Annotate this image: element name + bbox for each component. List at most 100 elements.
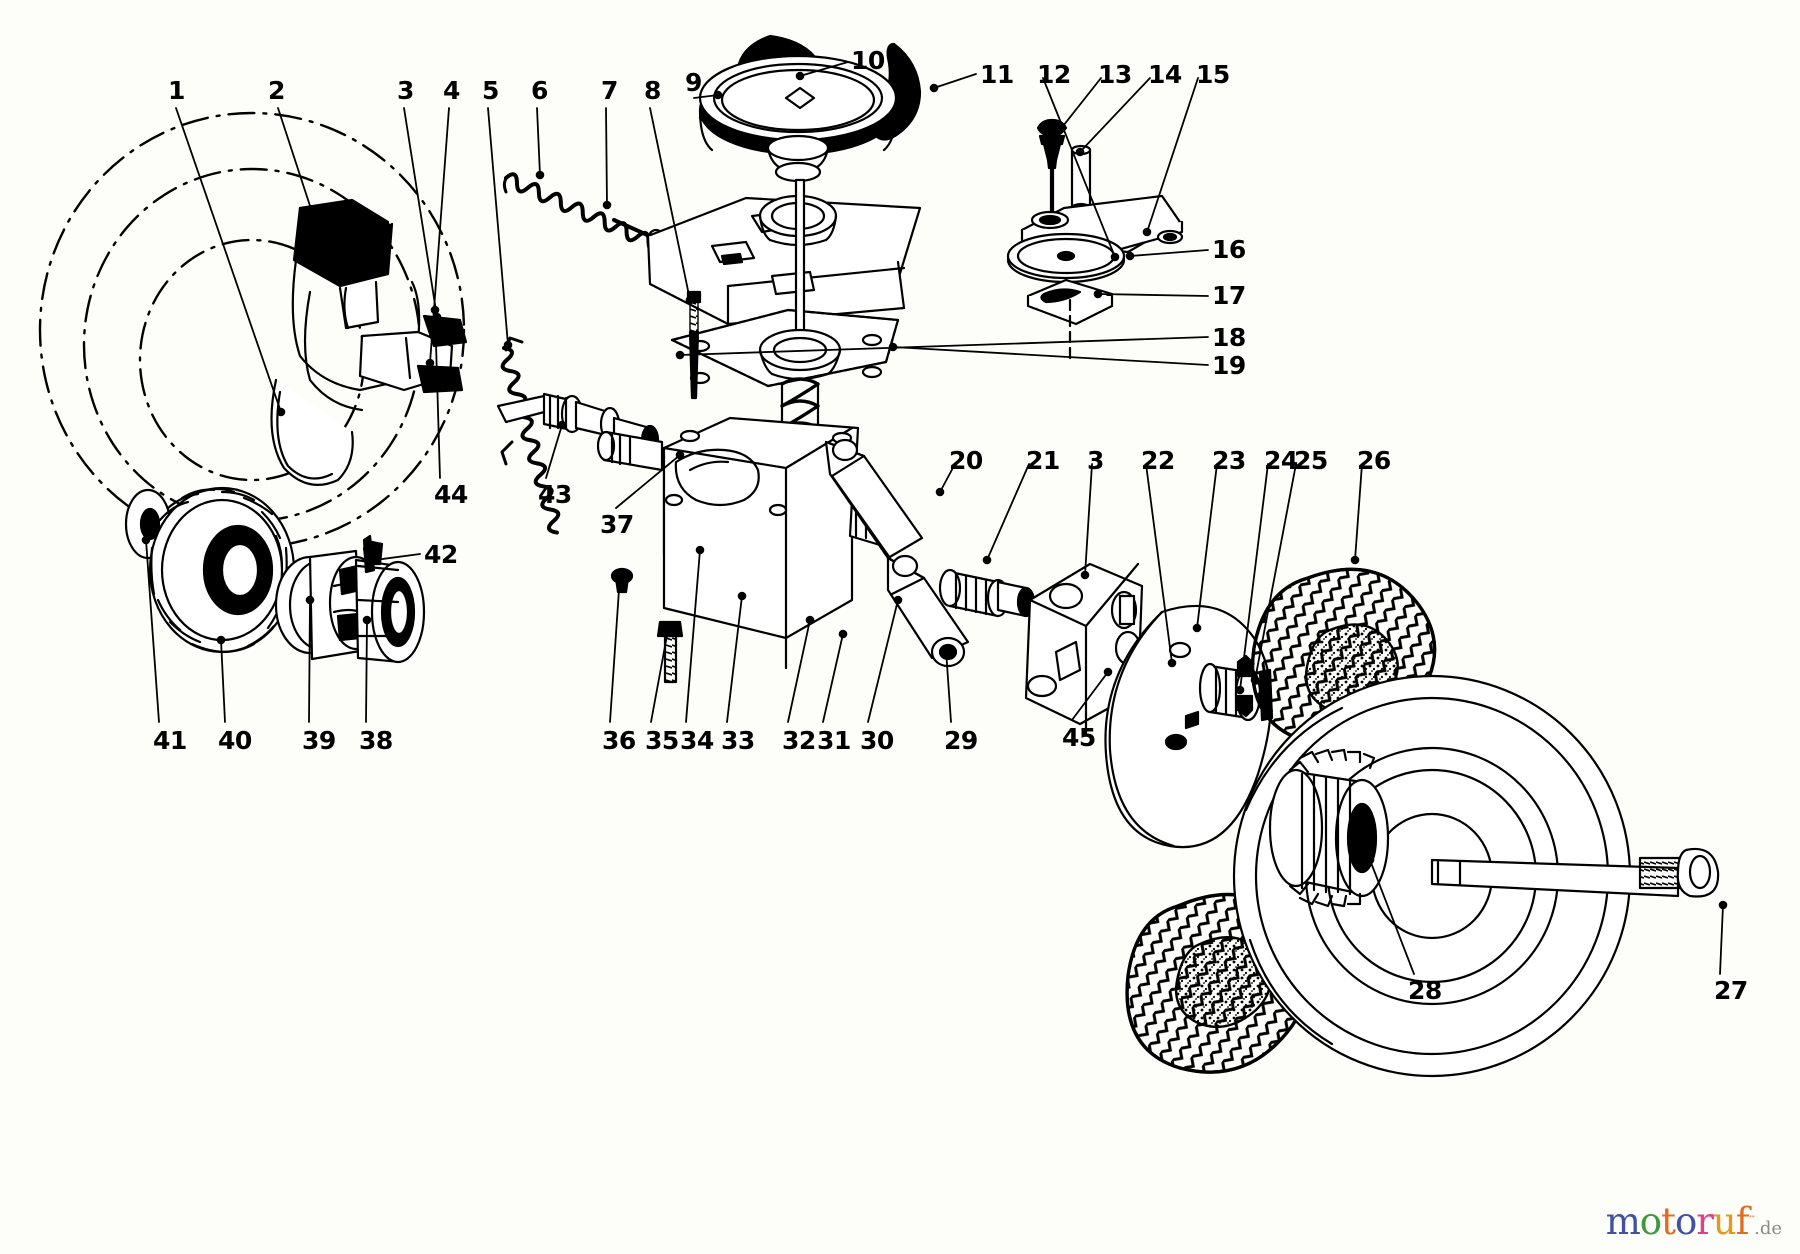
link-arm-assembly (824, 438, 970, 668)
leader-dot-16 (1125, 251, 1135, 261)
leader-line-22 (1145, 463, 1173, 664)
leader-dot-26 (1350, 555, 1360, 565)
leader-dot-36 (615, 570, 625, 580)
watermark-tld: .de (1754, 1218, 1782, 1239)
callout-number-15: 15 (1196, 60, 1230, 89)
leader-dot-7 (602, 200, 612, 210)
callout-number-32: 32 (782, 726, 816, 755)
leader-dot-43 (557, 420, 567, 430)
watermark-letter-5: u (1712, 1200, 1737, 1243)
axle-bolt-27 (1430, 847, 1720, 898)
leader-dot-3 (1080, 570, 1090, 580)
leader-dot-37 (675, 450, 685, 460)
leader-line-24 (1239, 463, 1269, 691)
callout-number-30: 30 (860, 726, 894, 755)
callout-leader-lines (141, 61, 1728, 975)
leader-line-40 (220, 639, 226, 723)
callout-number-37: 37 (600, 510, 634, 539)
callout-number-40: 40 (218, 726, 252, 755)
leader-line-37 (615, 454, 681, 509)
callout-number-28: 28 (1408, 976, 1442, 1005)
leader-dot-27 (1718, 900, 1728, 910)
callout-number-9: 9 (685, 68, 702, 97)
leader-line-10 (799, 61, 849, 77)
watermark-letter-6: f (1735, 1200, 1750, 1243)
watermark-letter-2: t (1661, 1200, 1676, 1243)
callout-number-33: 33 (721, 726, 755, 755)
leader-line-18 (679, 336, 1209, 356)
callout-number-19: 19 (1212, 351, 1246, 380)
leader-line-1 (175, 107, 282, 413)
clutch-shaft-collar (354, 534, 426, 664)
leader-dot-30 (893, 595, 903, 605)
leader-dot-11 (929, 83, 939, 93)
leader-dot-2 (307, 207, 317, 217)
callout-number-11: 11 (980, 60, 1014, 89)
leader-line-3 (403, 107, 438, 318)
callout-number-2: 2 (268, 76, 285, 105)
leader-line-32 (787, 619, 811, 723)
leader-line-19 (892, 346, 1209, 366)
leader-line-7 (605, 107, 608, 206)
leader-dot-10 (795, 71, 805, 81)
callout-number-26: 26 (1357, 446, 1391, 475)
callout-number-20: 20 (949, 446, 983, 475)
callout-number-10: 10 (851, 46, 885, 75)
callout-number-38: 38 (359, 726, 393, 755)
leader-line-39 (308, 599, 311, 723)
flat-washer-16 (1006, 232, 1126, 284)
leader-dot-23 (1192, 623, 1202, 633)
callout-number-8: 8 (644, 76, 661, 105)
callout-number-16: 16 (1212, 235, 1246, 264)
leader-dot-19 (888, 342, 898, 352)
gear-case-cover (646, 194, 922, 326)
leader-dot-17 (1093, 289, 1103, 299)
leader-dot-28 (1365, 855, 1375, 865)
watermark-letter-0: m (1605, 1200, 1641, 1243)
leader-line-35 (650, 629, 669, 723)
callout-number-36: 36 (602, 726, 636, 755)
shoulder-bolt-18 (686, 290, 702, 400)
watermark-letter-1: o (1639, 1200, 1662, 1243)
leader-line-30 (867, 599, 899, 723)
leader-dot-18 (675, 350, 685, 360)
callout-number-34: 34 (680, 726, 714, 755)
leader-dot-45 (1103, 667, 1113, 677)
leader-dot-39 (305, 595, 315, 605)
callout-number-29: 29 (944, 726, 978, 755)
leader-line-43 (545, 424, 563, 479)
leader-dot-15 (1142, 227, 1152, 237)
watermark-letter-4: r (1696, 1200, 1714, 1243)
leader-dot-40 (216, 635, 226, 645)
leader-dot-14 (1075, 147, 1085, 157)
leader-dot-20 (935, 487, 945, 497)
motoruf-watermark: motoruf··.de (1606, 1203, 1782, 1240)
callout-number-12: 12 (1037, 60, 1071, 89)
leader-line-17 (1097, 293, 1209, 297)
callout-number-25: 25 (1294, 446, 1328, 475)
callout-number-7: 7 (601, 76, 618, 105)
drive-sprocket-28 (1268, 748, 1390, 908)
leader-line-14 (1079, 77, 1151, 153)
watermark-dots: ·· (1748, 1209, 1755, 1224)
leader-line-29 (945, 649, 952, 723)
mounting-bracket-plate (1024, 562, 1144, 736)
pinion-gear-assembly (124, 486, 426, 664)
leader-line-28 (1369, 859, 1415, 975)
leader-line-34 (685, 549, 701, 723)
callout-number-27: 27 (1714, 976, 1748, 1005)
callout-number-3: 3 (1087, 446, 1104, 475)
callout-number-21: 21 (1026, 446, 1060, 475)
leader-line-12 (1042, 77, 1116, 258)
leader-dot-13 (1047, 135, 1057, 145)
leader-dot-33 (737, 591, 747, 601)
callout-number-31: 31 (817, 726, 851, 755)
leader-line-44 (434, 309, 441, 479)
shift-fork-bracket (270, 198, 468, 486)
watermark-letter-3: o (1674, 1200, 1697, 1243)
leader-line-23 (1196, 463, 1218, 629)
leader-dot-42 (370, 555, 380, 565)
leader-line-15 (1146, 77, 1199, 233)
